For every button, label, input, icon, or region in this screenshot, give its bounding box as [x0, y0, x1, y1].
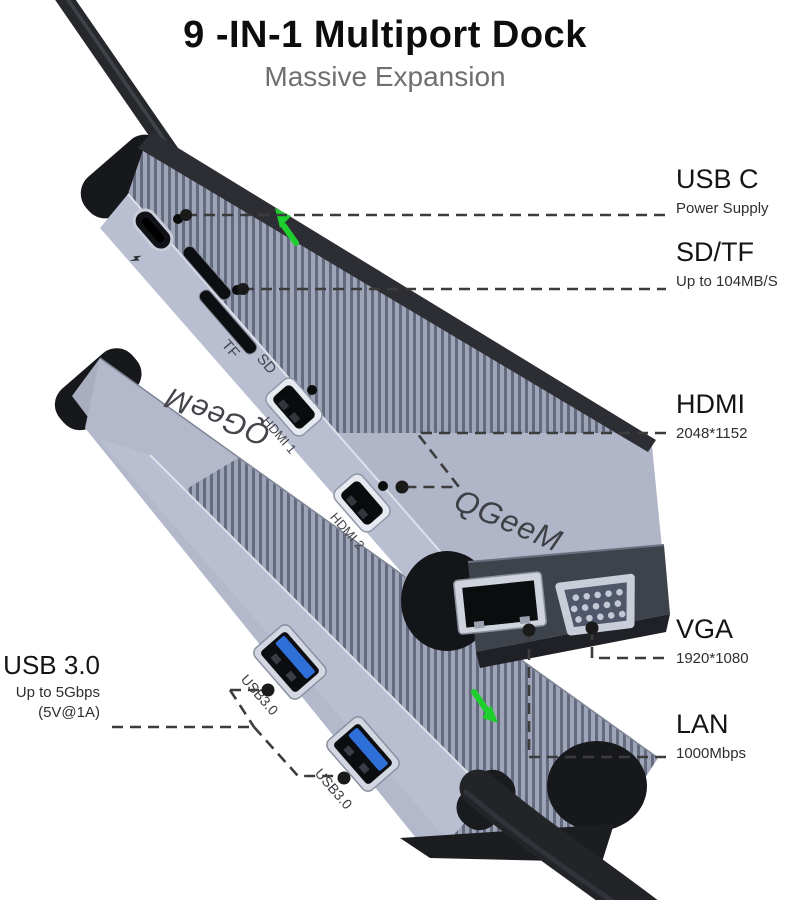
- page-subtitle: Massive Expansion: [264, 60, 506, 92]
- leader-dot-vga: [585, 621, 599, 635]
- power-icon: [129, 255, 142, 262]
- rj45-lan-port: [453, 571, 547, 635]
- callout-vga-detail: 1920*1080: [676, 650, 749, 668]
- hdmi2-port: [333, 473, 391, 533]
- usb-c-port: [132, 208, 174, 252]
- leader-dot-usb3-b: [337, 771, 351, 785]
- header: 9 -IN-1 Multiport Dock Massive Expansion: [0, 14, 770, 93]
- usb3-port-2: [326, 716, 400, 792]
- leader-dot-usb3-a: [261, 683, 275, 697]
- ribbed-texture: [160, 458, 658, 840]
- tf-card-slot: [198, 289, 258, 355]
- callout-sd-tf-label: SD/TF: [676, 237, 754, 267]
- leader-dot-sd-tf: [237, 283, 249, 295]
- green-arrow-indicator-top: [275, 208, 299, 246]
- leader-line-hdmi: [404, 431, 666, 489]
- callout-usb3: USB 3.0 Up to 5Gbps (5V@1A): [0, 650, 100, 722]
- screw: [307, 385, 317, 395]
- dock-top-view: TF SD HDMI 1 HDMI 2 QGeeM: [80, 132, 670, 668]
- callout-sd-tf-detail: Up to 104MB/S: [676, 273, 778, 291]
- callout-hdmi-detail: 2048*1152: [676, 425, 748, 443]
- callout-lan-label: LAN: [676, 709, 729, 739]
- leader-dot-lan: [522, 623, 536, 637]
- callout-lan: LAN 1000Mbps: [676, 709, 747, 763]
- screw: [378, 481, 388, 491]
- page-title: 9 -IN-1 Multiport Dock: [183, 14, 587, 56]
- hdmi1-port: [265, 377, 323, 437]
- leader-line-lan: [527, 631, 666, 759]
- callout-vga-label: VGA: [676, 614, 734, 644]
- callout-lan-detail: 1000Mbps: [676, 745, 747, 763]
- callout-usb3-label: USB 3.0: [3, 650, 100, 680]
- leader-dot-hdmi: [395, 480, 409, 494]
- callout-sd-tf: SD/TF Up to 104MB/S: [676, 237, 778, 291]
- callout-hdmi: HDMI 2048*1152: [676, 389, 748, 443]
- callout-usb-c-detail: Power Supply: [676, 200, 769, 218]
- leader-line-vga: [590, 629, 666, 660]
- dock-bottom-view: QGeeM USB3.0 USB3.0: [54, 348, 659, 900]
- leader-dot-usb-c: [180, 209, 192, 221]
- green-arrow-indicator-bottom: [471, 689, 498, 723]
- edge-highlight: [467, 544, 665, 563]
- callout-usb3-detail: Up to 5Gbps: [15, 684, 100, 702]
- edge-highlight: [149, 454, 491, 796]
- callout-usb3-detail2: (5V@1A): [38, 704, 100, 722]
- callout-usb-c-label: USB C: [676, 164, 759, 194]
- vga-port: [555, 573, 635, 636]
- back-edge-band: [138, 132, 656, 452]
- usb-cable-top: [55, 0, 185, 169]
- callout-usb-c: USB C Power Supply: [676, 164, 769, 218]
- callout-hdmi-label: HDMI: [676, 389, 745, 419]
- usb3-port-1: [253, 624, 327, 700]
- callout-vga: VGA 1920*1080: [676, 614, 749, 668]
- sd-card-slot: [182, 245, 232, 301]
- usb-cable-bottom: [456, 769, 658, 900]
- leader-line-usb3: [112, 688, 338, 778]
- back-edge: [99, 357, 659, 759]
